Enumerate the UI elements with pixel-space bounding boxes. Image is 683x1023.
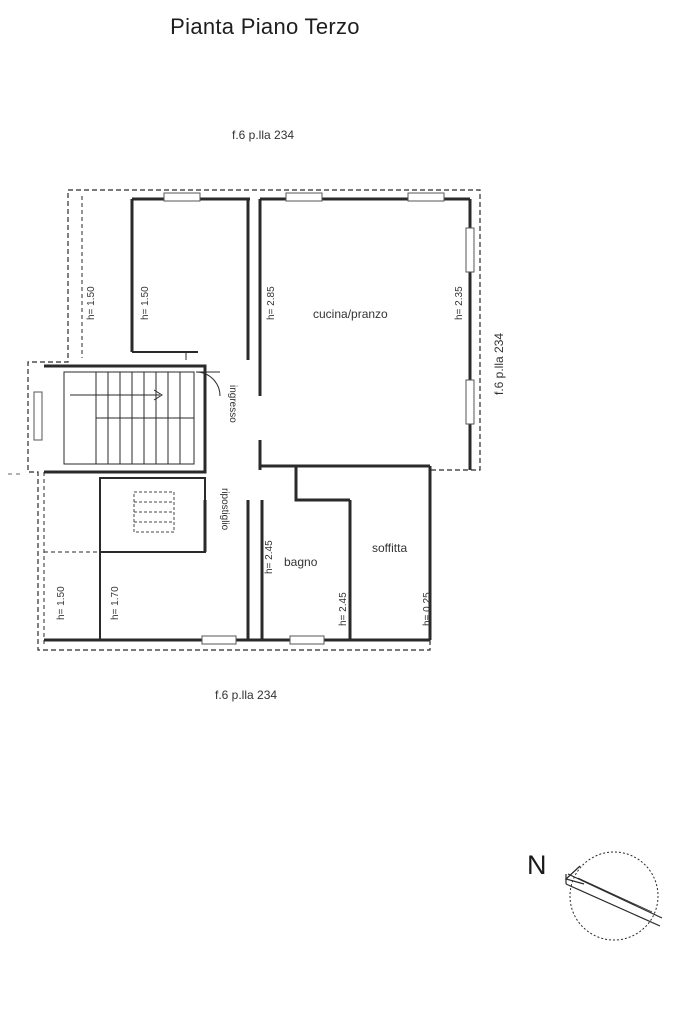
north-compass-icon xyxy=(564,851,663,941)
height-label-8: h= 1.50 xyxy=(56,586,67,620)
stair-treads-bottom xyxy=(107,418,181,464)
height-label-2: h= 1.50 xyxy=(140,286,151,320)
window-south-1 xyxy=(201,635,237,645)
height-label-6: h= 2.45 xyxy=(338,592,349,626)
room-label-corridor: ingresso xyxy=(227,385,238,423)
parcel-ref-bottom: f.6 p.lla 234 xyxy=(215,688,278,702)
bath-north-wall-zig xyxy=(294,466,350,502)
window-east-2 xyxy=(465,379,475,425)
north-label: N xyxy=(527,850,547,880)
page-title: Pianta Piano Terzo xyxy=(170,14,360,39)
height-label-1: h= 1.50 xyxy=(86,286,97,320)
height-label-4: h= 2.35 xyxy=(454,286,465,320)
room-label-attic: soffitta xyxy=(372,541,407,555)
height-label-5: h= 2.45 xyxy=(264,540,275,574)
parcel-ref-top: f.6 p.lla 234 xyxy=(232,128,295,142)
door-swing xyxy=(185,352,221,397)
height-label-9: h= 1.70 xyxy=(110,586,121,620)
stair-arrow-head xyxy=(153,389,163,401)
storage-hatch xyxy=(133,491,175,533)
room-label-bath: bagno xyxy=(284,555,318,569)
room-label-storage: ripostiglio xyxy=(219,488,230,531)
window-south-2 xyxy=(289,635,325,645)
staircase xyxy=(63,371,195,465)
window-north-1 xyxy=(163,192,201,202)
height-label-7: h= 0.25 xyxy=(422,592,433,626)
window-north-2 xyxy=(285,192,323,202)
window-west-stair xyxy=(33,391,43,441)
window-east-1 xyxy=(465,227,475,273)
room-label-kitchen: cucina/pranzo xyxy=(313,307,388,321)
windows xyxy=(33,192,475,645)
stair-box xyxy=(44,364,207,474)
height-label-3: h= 2.85 xyxy=(266,286,277,320)
store-box xyxy=(99,477,206,553)
outer-dashed-outline xyxy=(27,189,481,651)
window-north-3 xyxy=(407,192,445,202)
